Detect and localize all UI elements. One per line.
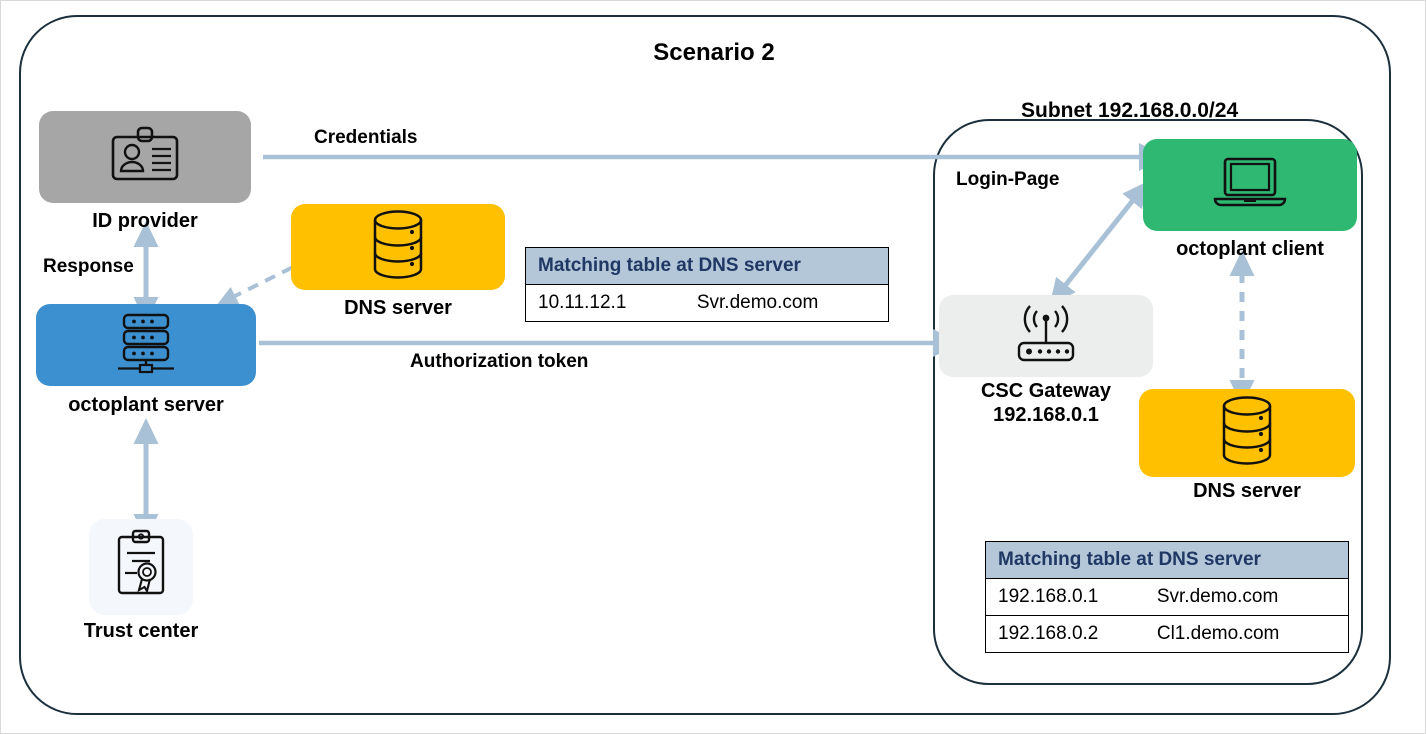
csc-gateway-name: CSC Gateway: [980, 380, 1112, 402]
node-dns-server-external[interactable]: [291, 204, 505, 290]
connector-label-credentials: Credentials: [314, 127, 418, 148]
outer-frame: [19, 15, 1391, 715]
database-icon: [365, 209, 431, 286]
database-icon: [1214, 395, 1280, 472]
connector-label-authorization-token: Authorization token: [410, 351, 589, 372]
page-title: Scenario 2: [653, 39, 775, 66]
table-row: 192.168.0.1 Svr.demo.com: [986, 579, 1348, 615]
node-label-octoplant-server: octoplant server: [68, 394, 224, 416]
laptop-icon: [1207, 153, 1293, 218]
node-id-provider[interactable]: [39, 111, 251, 203]
matching-table-external: Matching table at DNS server 10.11.12.1 …: [525, 247, 889, 322]
node-trust-center[interactable]: [89, 519, 193, 615]
certificate-icon: [110, 529, 172, 606]
cell-ip: 192.168.0.1: [998, 586, 1099, 607]
subnet-frame: [933, 119, 1363, 685]
id-badge-icon: [105, 126, 185, 189]
node-label-id-provider: ID provider: [92, 210, 198, 232]
server-rack-icon: [108, 312, 184, 379]
table-header: Matching table at DNS server: [986, 542, 1348, 579]
cell-ip: 192.168.0.2: [998, 623, 1099, 644]
connector-label-login-page: Login-Page: [956, 169, 1060, 190]
table-header: Matching table at DNS server: [526, 248, 888, 285]
node-dns-server-internal[interactable]: [1139, 389, 1355, 477]
cell-host: Svr.demo.com: [1156, 586, 1279, 607]
node-octoplant-server[interactable]: [36, 304, 256, 386]
table-row: 10.11.12.1 Svr.demo.com: [526, 285, 888, 321]
node-label-csc-gateway: CSC Gateway 192.168.0.1: [929, 379, 1163, 428]
node-label-dns-server-internal: DNS server: [1193, 480, 1301, 502]
node-csc-gateway[interactable]: [939, 295, 1153, 377]
node-octoplant-client[interactable]: [1143, 139, 1357, 231]
router-icon: [1003, 303, 1089, 370]
cell-host: Cl1.demo.com: [1156, 623, 1280, 644]
csc-gateway-ip: 192.168.0.1: [993, 404, 1099, 427]
table-row: 192.168.0.2 Cl1.demo.com: [986, 615, 1348, 652]
matching-table-internal: Matching table at DNS server 192.168.0.1…: [985, 541, 1349, 653]
node-label-dns-server-external: DNS server: [344, 297, 452, 319]
connector-label-response: Response: [43, 256, 134, 277]
subnet-title: Subnet 192.168.0.0/24: [1021, 99, 1239, 122]
cell-ip: 10.11.12.1: [538, 292, 627, 313]
node-label-trust-center: Trust center: [83, 620, 199, 642]
node-label-octoplant-client: octoplant client: [1176, 238, 1324, 260]
cell-host: Svr.demo.com: [696, 292, 819, 313]
